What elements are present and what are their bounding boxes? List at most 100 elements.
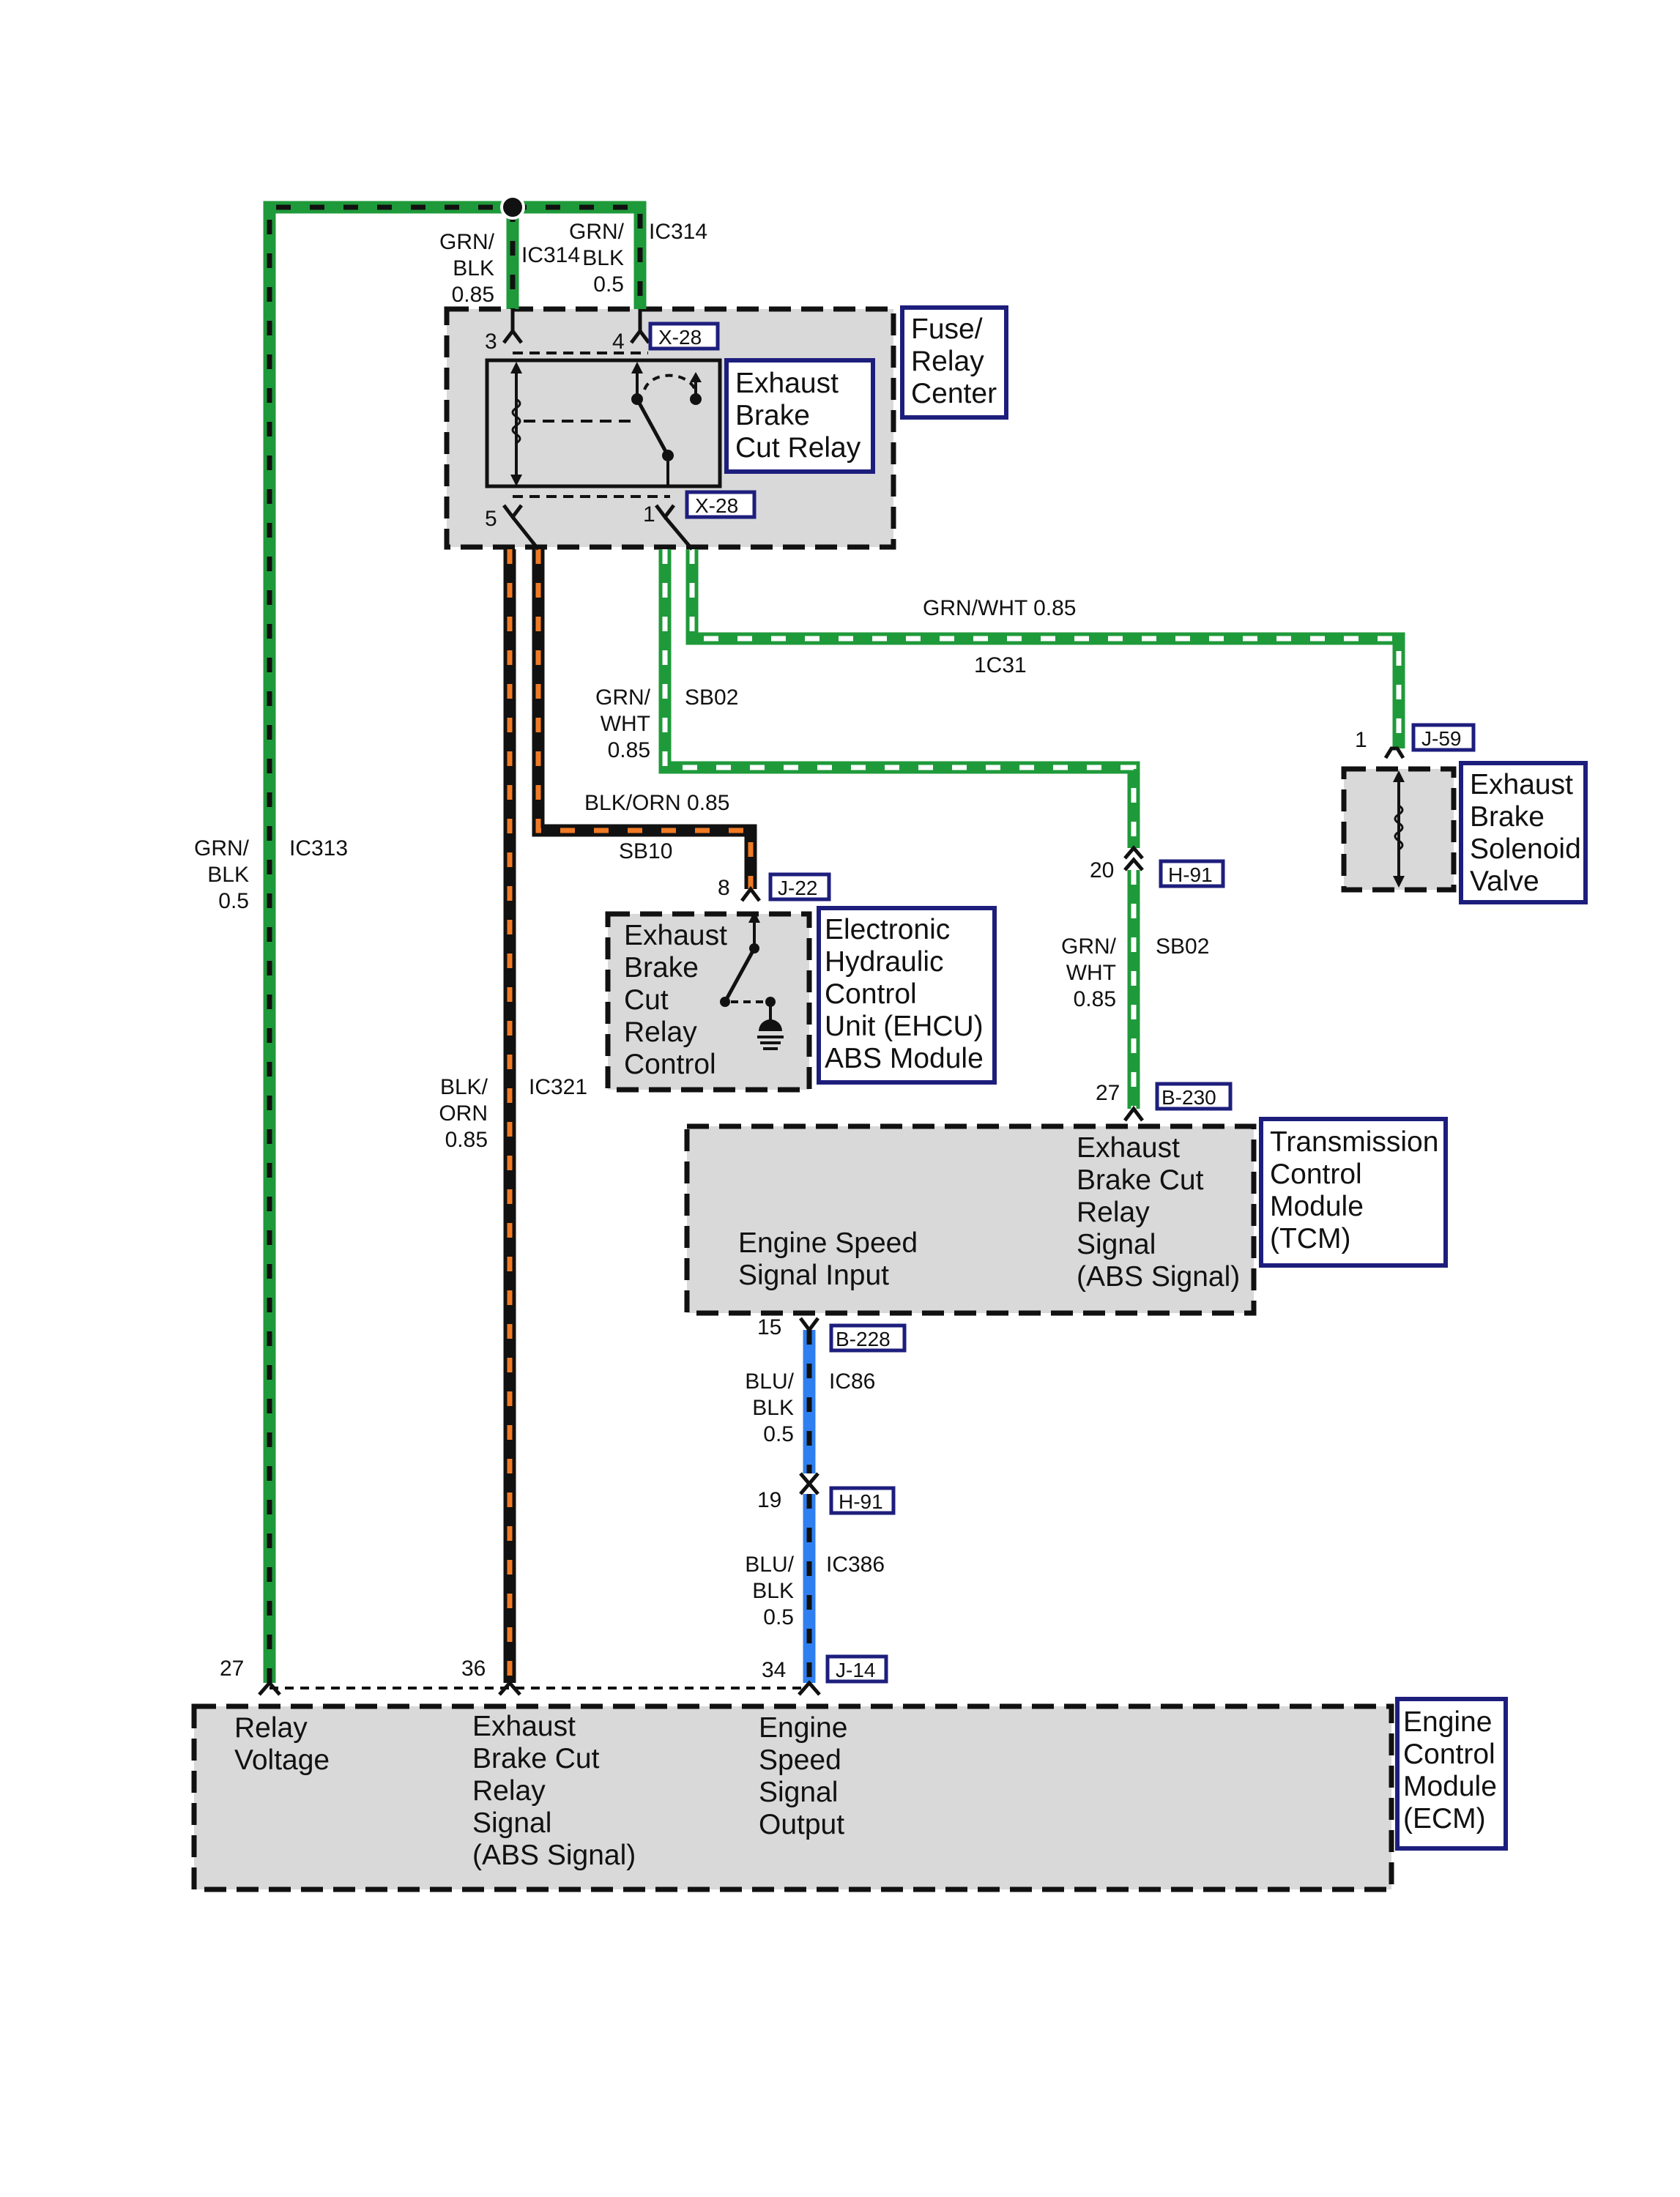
wire-left-circuit: IC314 bbox=[521, 243, 580, 267]
tcm-pin-15-label: 15 bbox=[757, 1315, 781, 1339]
wire-sb10-spec: BLK/ORN 0.85 bbox=[584, 791, 729, 815]
h91-pin-20-lower bbox=[1123, 857, 1144, 871]
tcm-name-box bbox=[1259, 1117, 1448, 1268]
connector-symbols bbox=[258, 309, 1405, 1696]
b228-box bbox=[829, 1323, 907, 1353]
j59-box bbox=[1411, 723, 1476, 752]
j14-label: J-14 bbox=[836, 1659, 875, 1681]
h91-pin-19-label: 19 bbox=[757, 1488, 781, 1512]
tcm-box bbox=[684, 1123, 1257, 1316]
j14-box bbox=[825, 1654, 888, 1684]
wire-ic313-circuit: IC313 bbox=[289, 836, 348, 860]
ehcu-switch-blade bbox=[723, 947, 757, 1003]
solenoid-arrow-down bbox=[1393, 876, 1405, 888]
splice-point bbox=[500, 195, 525, 220]
ecm-box bbox=[191, 1703, 1394, 1892]
b230-label: B-230 bbox=[1161, 1086, 1216, 1109]
ecm-pin-27-symbol bbox=[258, 1680, 281, 1696]
ecm-pin-27-label: 27 bbox=[220, 1657, 244, 1681]
wire-sb10-circuit: SB10 bbox=[619, 839, 672, 863]
wire-1c31-stripe bbox=[689, 549, 1402, 748]
wire-sb02-upper-circuit: SB02 bbox=[685, 685, 738, 710]
ehcu-switch-arrow bbox=[748, 911, 760, 923]
ecm-pin-34-symbol bbox=[798, 1680, 821, 1696]
relay-inner-box bbox=[485, 358, 722, 488]
b230-box bbox=[1155, 1082, 1233, 1111]
ehcu-box bbox=[605, 911, 812, 1093]
tcm-pin-15-symbol bbox=[799, 1317, 819, 1334]
j22-label: J-22 bbox=[778, 877, 817, 899]
relay-switch-bottom-dot bbox=[662, 450, 674, 461]
solenoid-pin-1-label: 1 bbox=[1355, 728, 1367, 752]
solenoid-coil-icon bbox=[1394, 804, 1404, 851]
h91-bottom-label: H-91 bbox=[839, 1490, 883, 1513]
wire-ic321-circuit: IC321 bbox=[529, 1075, 587, 1099]
h91-pin-20-upper bbox=[1123, 845, 1144, 860]
h91-top-box bbox=[1159, 859, 1225, 888]
wire-solenoid-spec: GRN/WHT 0.85 bbox=[923, 596, 1077, 620]
wire-ic386-circuit: IC386 bbox=[826, 1553, 885, 1577]
x28-bottom-label: X-28 bbox=[695, 494, 738, 517]
ehcu-name-box bbox=[817, 906, 997, 1085]
wire-right-circuit: IC314 bbox=[649, 220, 707, 244]
relay-contact-arrow bbox=[631, 362, 643, 373]
j22-box bbox=[768, 872, 831, 902]
wire-1c31 bbox=[685, 549, 1405, 748]
wire-layer bbox=[263, 201, 1405, 1683]
wire-sb02-lower-circuit: SB02 bbox=[1156, 934, 1209, 959]
pin-5-diagonal bbox=[511, 516, 540, 551]
relay-nc-dot bbox=[690, 393, 702, 405]
ecm-pin-36-symbol bbox=[498, 1680, 521, 1696]
b228-label: B-228 bbox=[836, 1328, 891, 1350]
wire-sb10-stripe bbox=[535, 549, 754, 889]
relay-switch-pivot bbox=[631, 393, 643, 405]
relay-coil-arrow-down bbox=[510, 475, 522, 486]
solenoid-arrow-up bbox=[1393, 770, 1405, 782]
pin-3-label: 3 bbox=[485, 330, 497, 354]
pin-1-diagonal bbox=[664, 516, 694, 551]
tcm-pin-27-symbol bbox=[1123, 1105, 1144, 1122]
h91-pin-19-lower bbox=[799, 1481, 819, 1495]
relay-coil-icon bbox=[511, 398, 521, 445]
fuse-relay-center-name-box bbox=[900, 305, 1008, 420]
h91-pin-20-label: 20 bbox=[1090, 858, 1114, 882]
ehcu-ground-icon bbox=[759, 1019, 782, 1031]
x28-bottom-box bbox=[685, 490, 757, 519]
ecm-pin-34-label: 34 bbox=[762, 1658, 786, 1682]
ecm-pin-36-label: 36 bbox=[461, 1657, 486, 1681]
wire-ic313-stripe bbox=[267, 204, 643, 1683]
ehcu-switch-pivot bbox=[720, 997, 730, 1007]
tcm-pin-27-label: 27 bbox=[1096, 1081, 1120, 1105]
pin-4-label: 4 bbox=[612, 330, 625, 354]
solenoid-name-box bbox=[1459, 761, 1588, 904]
relay-switch-blade bbox=[635, 398, 670, 457]
relay-name-box bbox=[724, 358, 875, 474]
solenoid-pin-symbol bbox=[1383, 746, 1405, 759]
wire-sb02-upper-stripe bbox=[662, 549, 1137, 848]
x28-top-box bbox=[648, 321, 720, 351]
ehcu-pin-8-label: 8 bbox=[718, 876, 730, 900]
relay-nc-arrow bbox=[690, 372, 702, 382]
x28-top-label: X-28 bbox=[658, 326, 702, 349]
